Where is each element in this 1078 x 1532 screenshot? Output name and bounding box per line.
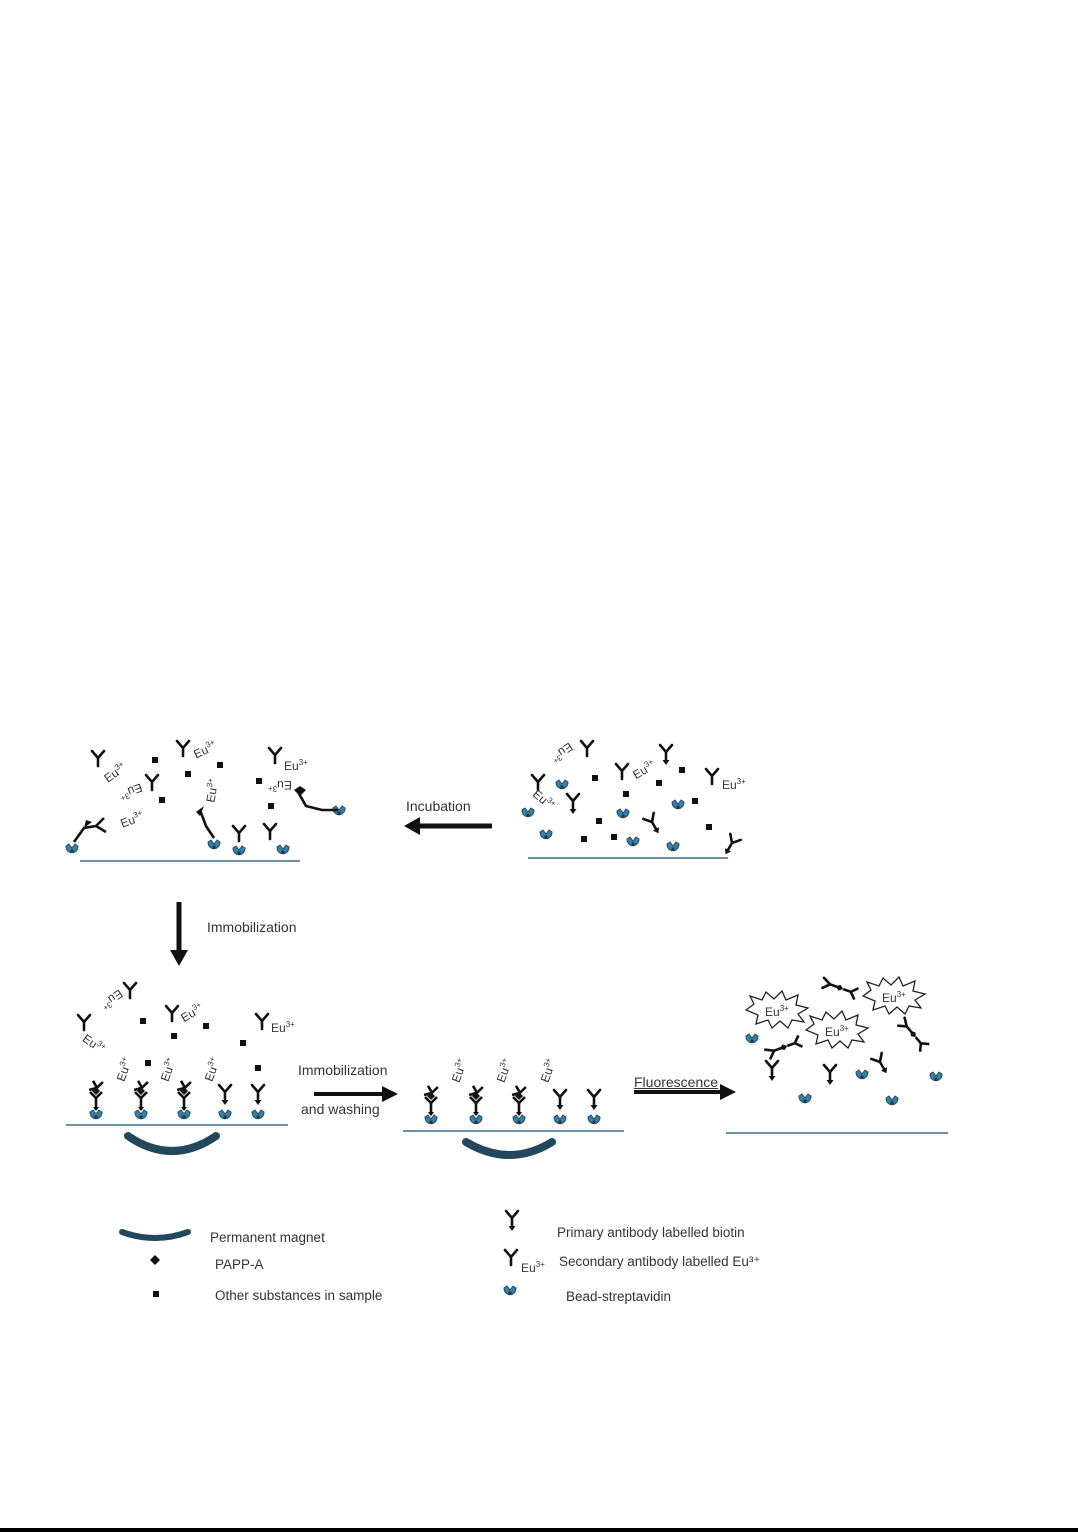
legend-primary-label: Primary antibody labelled biotin <box>557 1225 745 1240</box>
incubation-label: Incubation <box>406 798 471 814</box>
eu-label: Eu3+ <box>722 777 746 792</box>
sample-mixture <box>521 739 742 859</box>
eu-label: Eu3+ <box>271 1020 295 1035</box>
eu-label: Eu3+ <box>765 1004 789 1019</box>
legend-secondary-icon <box>503 1248 519 1267</box>
legend-pappa-label: PAPP-A <box>215 1257 264 1272</box>
incubated-mixture <box>65 739 346 856</box>
legend-secondary-label: Secondary antibody labelled Eu³⁺ <box>559 1254 761 1269</box>
legend-secondary-eu: Eu3+ <box>521 1260 545 1275</box>
eu-label: Eu3+ <box>268 778 292 793</box>
legend-bead-icon <box>503 1285 517 1296</box>
bound-complexes-left <box>76 981 270 1119</box>
eu-label: Eu3+ <box>882 990 906 1005</box>
bottom-border <box>0 1528 1078 1532</box>
immobilization-label: Immobilization <box>207 919 297 935</box>
eu-label: Eu3+ <box>284 758 308 773</box>
legend-bead-label: Bead-streptavidin <box>566 1289 672 1304</box>
immobilization-washing-label-line1: Immobilization <box>298 1062 388 1078</box>
legend-other-icon <box>153 1291 159 1297</box>
fluorescence-label: Fluorescence <box>634 1074 719 1090</box>
legend-magnet-icon <box>119 1229 191 1241</box>
immobilization-washing-label-line2: and washing <box>301 1101 380 1117</box>
legend-pappa-icon <box>150 1255 160 1265</box>
eu-label: Eu3+ <box>825 1024 849 1039</box>
legend-magnet-label: Permanent magnet <box>210 1230 325 1245</box>
legend-primary-icon <box>504 1209 520 1233</box>
fluorescence-panel <box>745 974 943 1106</box>
bound-complexes-washed <box>421 1082 602 1124</box>
legend-other-label: Other substances in sample <box>215 1288 383 1303</box>
